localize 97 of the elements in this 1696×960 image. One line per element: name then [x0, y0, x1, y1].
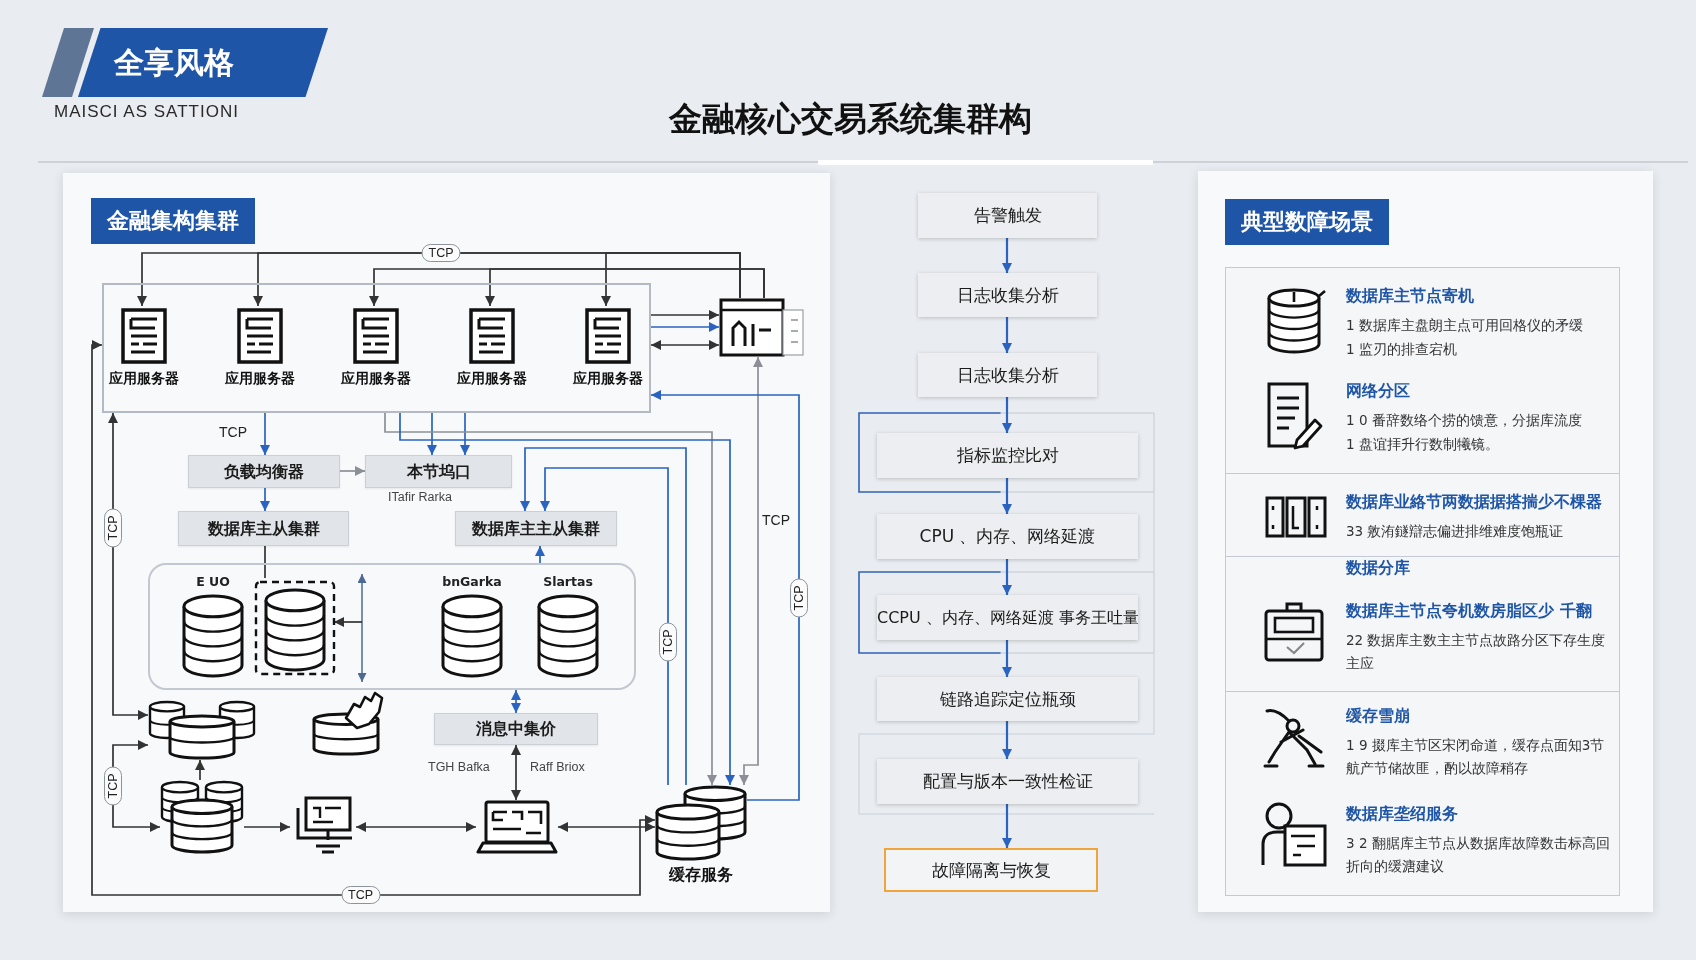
- arrow: [650, 310, 720, 320]
- arrow: [1002, 559, 1012, 595]
- arrow: [739, 356, 763, 786]
- arrow: [511, 689, 521, 714]
- arrow: [650, 390, 800, 801]
- component-box: 消息中集价: [434, 713, 598, 745]
- arrow: [260, 412, 270, 456]
- arrow: [1002, 238, 1012, 273]
- step-box: 告警触发: [918, 193, 1097, 238]
- edge-label: TCP: [421, 244, 461, 262]
- node-label: bnGarka: [442, 574, 502, 589]
- panel-card: [63, 173, 830, 912]
- node-label: 应用服务器: [457, 370, 527, 388]
- arrow: [601, 252, 741, 307]
- step-box: CPU 、内存、网络延渡: [877, 514, 1138, 559]
- arrow: [650, 322, 720, 332]
- arrow: [243, 822, 291, 832]
- header-banner: 全享风格: [78, 28, 328, 97]
- section-title: 典型数障场景: [1225, 199, 1389, 245]
- scenario-card: [1225, 267, 1620, 474]
- section-title: 金融集构集群: [91, 198, 255, 244]
- arrow: [339, 466, 366, 476]
- arrow: [427, 412, 437, 456]
- arrow: [460, 412, 470, 456]
- group-frame: [102, 283, 651, 413]
- panel-card: [1198, 171, 1653, 912]
- node-label: 应用服务器: [341, 370, 411, 388]
- scenario-title: 数据库垄绍服务: [1346, 804, 1458, 825]
- scenario-title: 网络分区: [1346, 381, 1410, 402]
- node-label: 缓存服务: [669, 865, 733, 886]
- scenario-card: [1225, 691, 1620, 896]
- edge-label: TCP: [341, 886, 380, 904]
- scenario-title: 缓存雪崩: [1346, 706, 1410, 727]
- edge-label: TCP: [104, 508, 122, 548]
- scenario-title: 数据库主节点寄机: [1346, 286, 1474, 307]
- page-title: 金融核心交易系统集群构: [668, 98, 1032, 140]
- component-box: 负载均衡器: [188, 455, 340, 488]
- scenario-text: 1 监刃的排查宕机: [1346, 340, 1457, 359]
- scenario-title: 数据库业絡节两数据据搭揣少不棵器: [1346, 492, 1602, 513]
- arrow: [557, 822, 656, 832]
- arrow: [333, 617, 363, 627]
- edge-label: TCP: [790, 578, 808, 617]
- subtitle-text: MAISCI AS SATTIONI: [54, 102, 239, 122]
- scenario-card: [1225, 473, 1620, 557]
- edge-label: TCP: [104, 766, 122, 806]
- step-box: 日志收集分析: [918, 353, 1097, 397]
- arrow: [355, 822, 477, 832]
- node-label: 应用服务器: [109, 370, 179, 388]
- arrow: [1002, 804, 1012, 848]
- database-stack-icon: [160, 780, 244, 854]
- database-cluster-icon: [148, 700, 256, 760]
- scenario-text: 1 0 番辞数络个捞的馈意，分据库流度: [1346, 411, 1582, 430]
- node-label: E UO: [196, 574, 230, 589]
- step-box: 指标监控比对: [877, 433, 1138, 478]
- step-box: 配置与版本一致性检证: [877, 759, 1138, 804]
- arrow: [535, 545, 545, 564]
- annotation-text: Raff Briox: [530, 760, 585, 774]
- arrow: [520, 447, 687, 786]
- arrow: [195, 759, 205, 781]
- scenario-text: 1 盘谊拝升行数制犧镜。: [1346, 435, 1499, 454]
- arrow: [108, 412, 149, 720]
- group-frame: [148, 563, 636, 690]
- edge-label: TCP: [659, 622, 677, 662]
- laptop-icon: [476, 800, 558, 855]
- annotation-text: ITafir Rarka: [388, 490, 452, 504]
- step-box: CCPU 、内存、网络延渡 事务王吐量: [877, 595, 1138, 640]
- component-box: 数据库主从集群: [178, 511, 349, 546]
- component-box: 本节坞口: [365, 455, 512, 488]
- arrow: [650, 340, 720, 350]
- node-label: 应用服务器: [573, 370, 643, 388]
- scenario-title: 数据库主节点夸机数房脂区少 千翻: [1346, 601, 1592, 622]
- arrow: [1002, 317, 1012, 353]
- arrow: [1002, 397, 1012, 433]
- database-icon: [254, 580, 336, 676]
- scenario-text: 33 敫洧鐩辯志偏进排维难度饱瓶证: [1346, 522, 1564, 541]
- scenario-text: 1 9 掇库主节区宋闭命道，缓存点面知3节航产节储故匪，酌以故障稍存: [1346, 736, 1606, 778]
- result-box: 故障隔离与恢复: [884, 848, 1098, 892]
- scenario-card: [1225, 556, 1620, 692]
- step-box: 链路追踪定位瓶颈: [877, 677, 1138, 721]
- node-label: Slartas: [543, 574, 593, 589]
- scenario-text: 3 2 翻腒库主节点从数据库故障数击标高回折向的缓溏建议: [1346, 834, 1611, 876]
- arrow: [91, 340, 656, 896]
- dashboard-icon: [719, 298, 805, 357]
- arrow: [1002, 721, 1012, 759]
- arrow: [540, 467, 669, 786]
- step-box: 日志收集分析: [918, 273, 1097, 317]
- arrow: [485, 268, 765, 307]
- component-box: 数据库主主从集群: [455, 511, 617, 546]
- arrow: [260, 487, 270, 512]
- annotation-text: TGH Bafka: [428, 760, 490, 774]
- scenario-text: 22 数据库主数主主节点故路分区下存生度主应: [1346, 631, 1607, 673]
- arrow: [511, 744, 521, 801]
- arrow: [1002, 640, 1012, 677]
- node-label: 应用服务器: [225, 370, 295, 388]
- arrow: [1002, 478, 1012, 514]
- connector-line: [264, 545, 266, 579]
- scenario-text: 1 数据库主盘朗主点可用回格仪的矛缓: [1346, 316, 1583, 335]
